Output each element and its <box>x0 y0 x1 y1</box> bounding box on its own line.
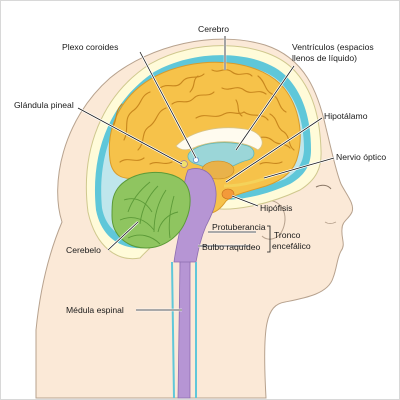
leader-lines <box>77 36 335 312</box>
label-tronco-line1: Tronco <box>274 230 301 240</box>
spinal-canal <box>171 261 197 399</box>
pituitary-gland <box>221 188 235 200</box>
label-ventriculos-line1: Ventrículos (espacios <box>292 42 374 52</box>
label-hipofisis: Hipófisis <box>260 203 292 213</box>
corpus-callosum <box>175 127 263 151</box>
label-cerebro: Cerebro <box>198 24 229 34</box>
eye <box>315 184 332 190</box>
spinal-cord <box>177 261 191 399</box>
label-medula-espinal: Médula espinal <box>66 305 124 315</box>
label-ventriculos-line2: llenos de líquido) <box>292 53 357 63</box>
cerebrum-gyri <box>111 69 295 165</box>
label-hipotalamo: Hipotálamo <box>324 111 368 121</box>
choroid-plexus <box>192 156 199 163</box>
label-cerebelo: Cerebelo <box>66 245 101 255</box>
label-plexo-coroides: Plexo coroides <box>62 42 118 52</box>
label-protuberancia: Protuberancia <box>212 222 266 232</box>
nose-line <box>324 221 337 224</box>
label-glandula-pineal: Glándula pineal <box>14 100 74 110</box>
label-nervio-optico: Nervio óptico <box>336 152 386 162</box>
label-tronco-line2: encefálico <box>272 241 311 251</box>
ear <box>261 200 286 240</box>
label-bulbo-raquideo: Bulbo raquídeo <box>202 242 261 252</box>
